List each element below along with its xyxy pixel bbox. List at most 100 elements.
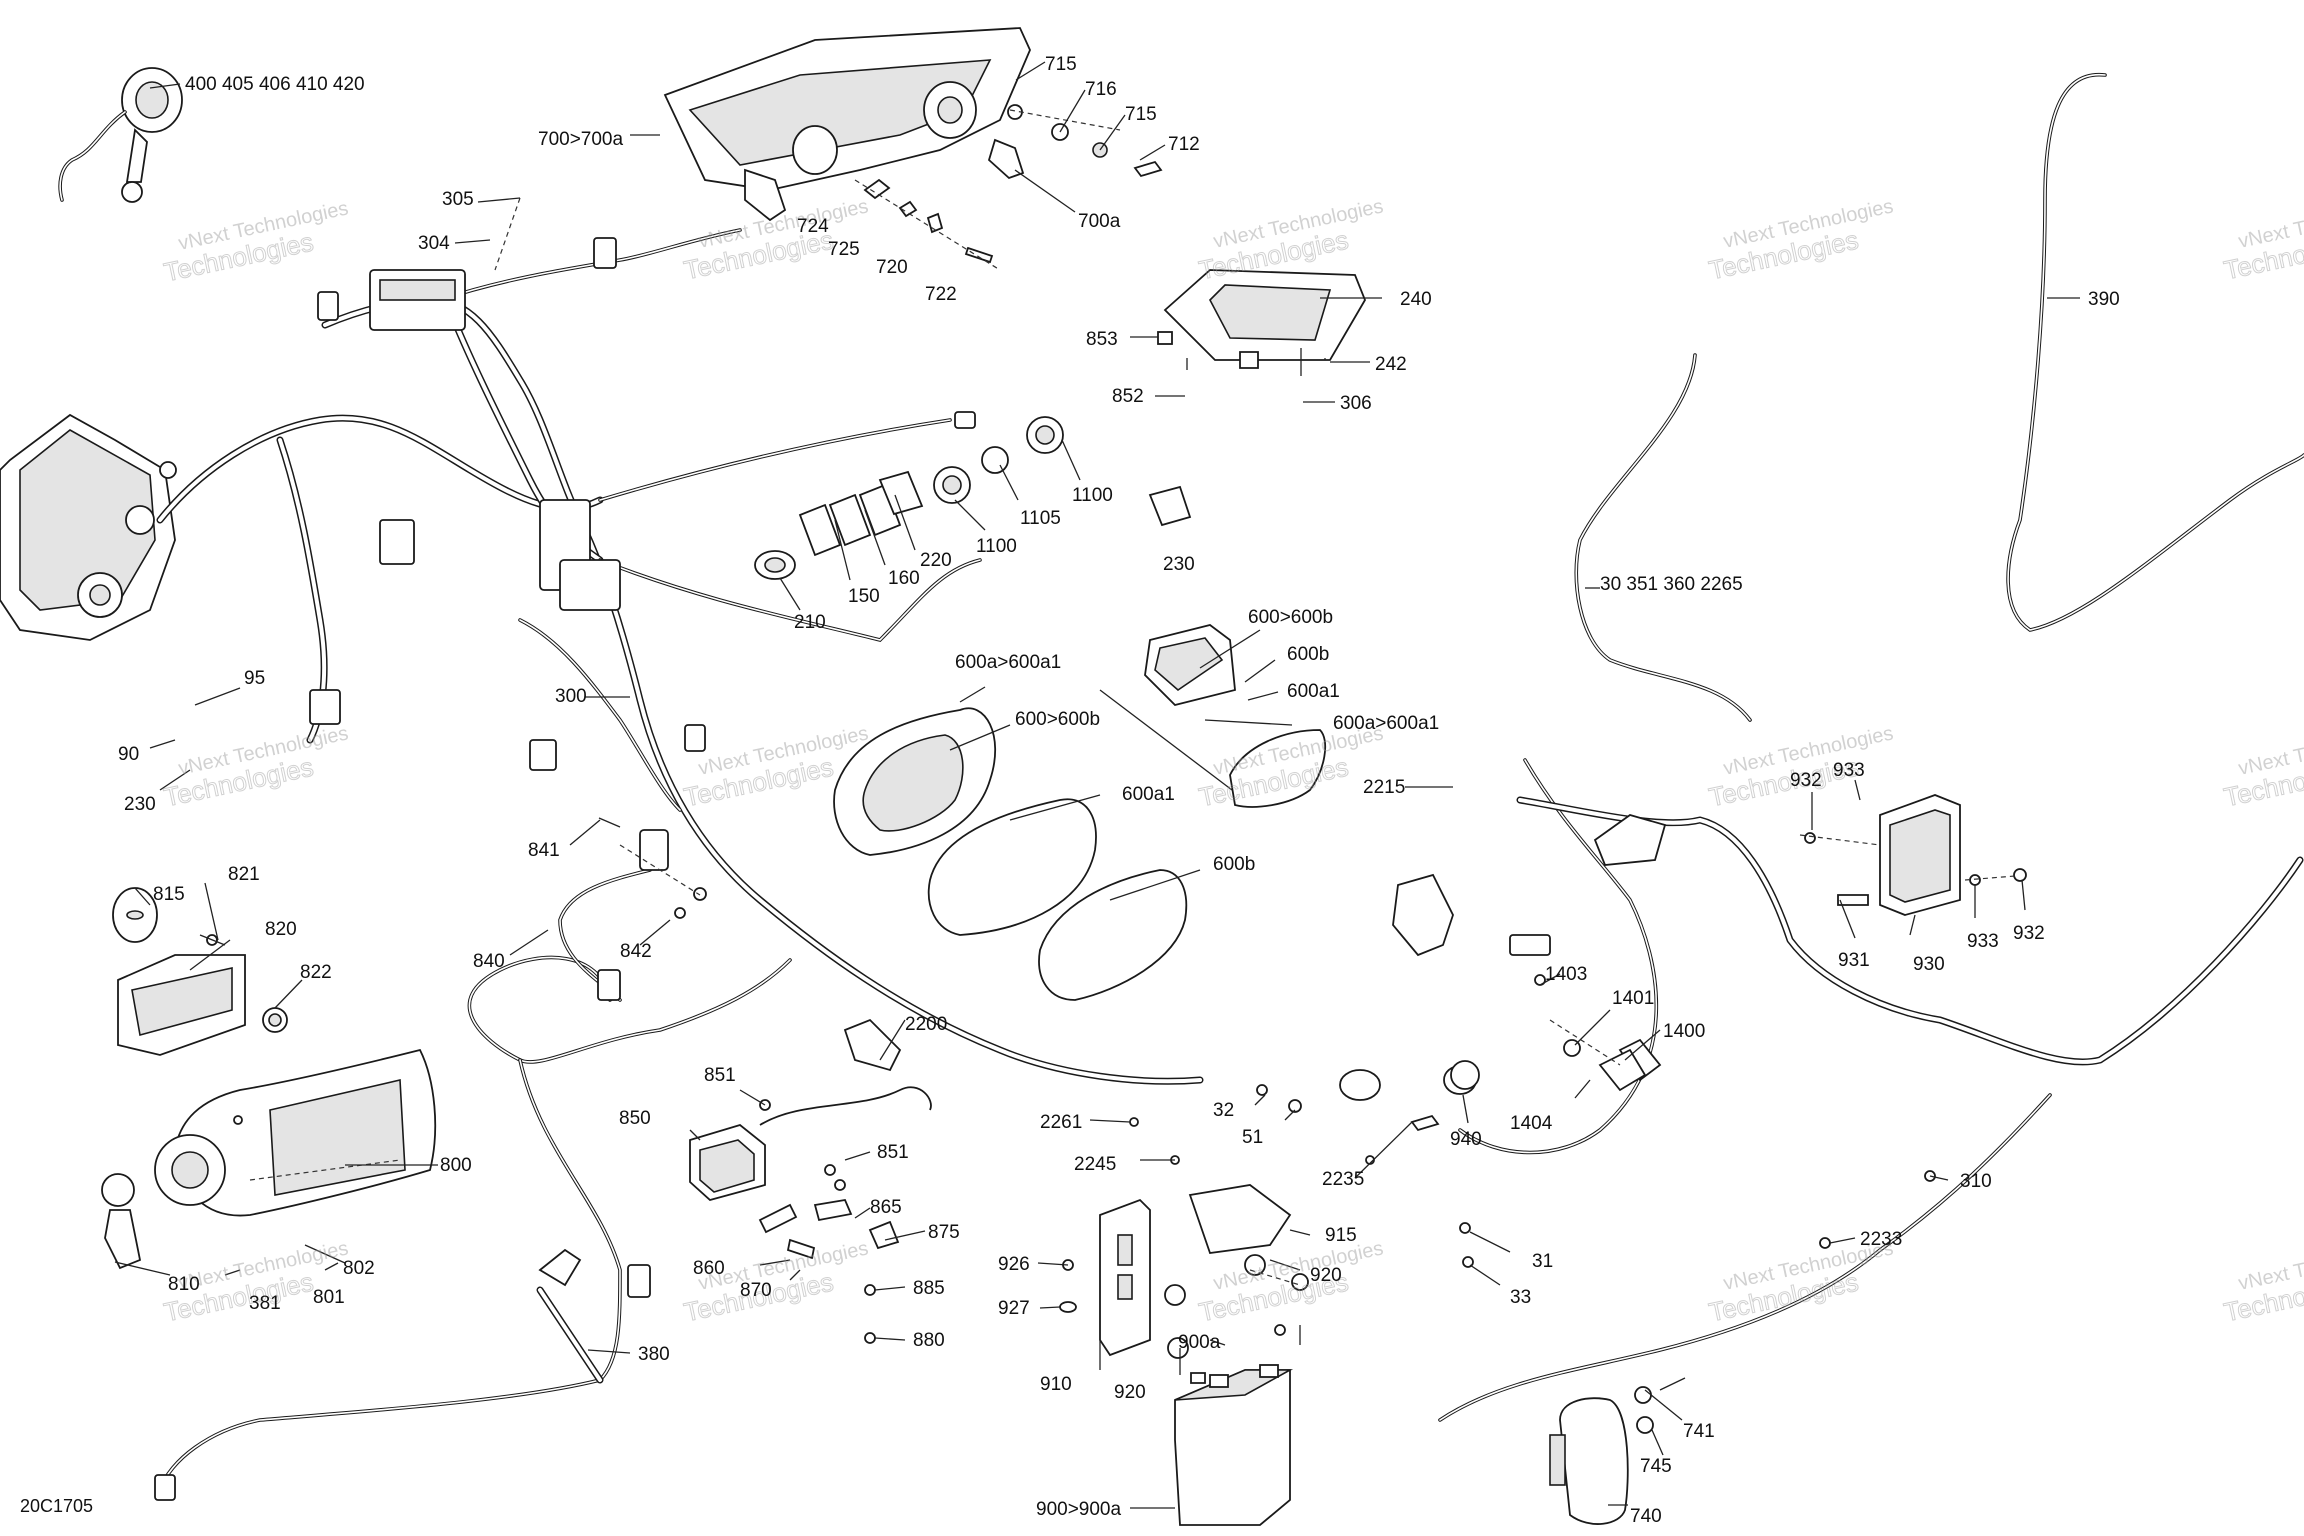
callout-30: 30 351 360 2265 [1600, 574, 1743, 595]
callout-1105: 1105 [1020, 508, 1061, 529]
callout-880: 880 [913, 1330, 945, 1351]
callout-600-600b-b: 600>600b [1015, 709, 1100, 730]
callout-865: 865 [870, 1197, 902, 1218]
callout-160: 160 [888, 568, 920, 589]
callout-95: 95 [244, 668, 265, 689]
callout-33: 33 [1510, 1287, 1531, 1308]
callout-600a-600a1-b: 600a>600a1 [1333, 713, 1439, 734]
callout-600a-600a1-a: 600a>600a1 [955, 652, 1061, 673]
callout-927: 927 [998, 1298, 1030, 1319]
callout-926: 926 [998, 1254, 1030, 1275]
callout-1401: 1401 [1612, 988, 1654, 1009]
callout-933-b: 933 [1967, 931, 1999, 952]
callout-2235: 2235 [1322, 1169, 1364, 1190]
part-drawings [0, 27, 2304, 1526]
callout-820: 820 [265, 919, 297, 940]
callout-600-600b-a: 600>600b [1248, 607, 1333, 628]
callout-802: 802 [343, 1258, 375, 1279]
callout-900a: 900a [1178, 1332, 1221, 1353]
callout-875: 875 [928, 1222, 960, 1243]
callout-2233: 2233 [1860, 1229, 1902, 1250]
callout-741: 741 [1683, 1421, 1715, 1442]
callout-822: 822 [300, 962, 332, 983]
callout-852: 852 [1112, 386, 1144, 407]
callout-304: 304 [418, 233, 450, 254]
callout-1404: 1404 [1510, 1113, 1553, 1134]
callout-851-b: 851 [877, 1142, 909, 1163]
callout-305: 305 [442, 189, 474, 210]
callout-1403: 1403 [1545, 964, 1587, 985]
callout-870: 870 [740, 1280, 772, 1301]
callout-150: 150 [848, 586, 880, 607]
left-headlight-part [0, 413, 177, 641]
callout-851-a: 851 [704, 1065, 736, 1086]
callout-716: 716 [1085, 79, 1117, 100]
callout-220: 220 [920, 550, 952, 571]
callout-310: 310 [1960, 1171, 1992, 1192]
leader-lines [114, 61, 2080, 1509]
callout-380: 380 [638, 1344, 670, 1365]
main-harness-part [156, 228, 1204, 1085]
handlebar-light-part [58, 67, 183, 203]
callout-712: 712 [1168, 134, 1200, 155]
callout-715-b: 715 [1125, 104, 1157, 125]
fuse-box-part [1157, 269, 1366, 376]
callout-2200: 2200 [905, 1014, 947, 1035]
callout-2245: 2245 [1074, 1154, 1116, 1175]
sensor-parts [1129, 974, 1936, 1268]
callout-2215: 2215 [1363, 777, 1405, 798]
callout-800: 800 [440, 1155, 472, 1176]
callout-240: 240 [1400, 289, 1432, 310]
callout-230-left: 230 [124, 794, 156, 815]
callout-1400: 1400 [1663, 1021, 1705, 1042]
callout-2261: 2261 [1040, 1112, 1082, 1133]
callout-1100-b: 1100 [976, 536, 1017, 557]
callout-850: 850 [619, 1108, 651, 1129]
callout-801: 801 [313, 1287, 345, 1308]
callout-840: 840 [473, 951, 505, 972]
callout-920-b: 920 [1114, 1382, 1146, 1403]
callout-210: 210 [794, 612, 826, 633]
callout-900-900a: 900>900a [1036, 1499, 1121, 1520]
callout-910: 910 [1040, 1374, 1072, 1395]
callout-31: 31 [1532, 1251, 1553, 1272]
callout-932-b: 932 [2013, 923, 2045, 944]
callout-920-a: 920 [1310, 1265, 1342, 1286]
battery-parts [1059, 1184, 1309, 1526]
callout-931: 931 [1838, 950, 1870, 971]
callout-724: 724 [797, 216, 829, 237]
switch-parts [754, 416, 1192, 580]
callout-860: 860 [693, 1258, 725, 1279]
callout-885: 885 [913, 1278, 945, 1299]
callout-242: 242 [1375, 354, 1407, 375]
callout-725: 725 [828, 239, 860, 260]
callout-715-a: 715 [1045, 54, 1077, 75]
callout-915: 915 [1325, 1225, 1357, 1246]
callout-853: 853 [1086, 329, 1118, 350]
callout-90: 90 [118, 744, 139, 765]
callout-381: 381 [249, 1293, 281, 1314]
callout-labels: 400 405 406 410 420 700>700a 715 716 715… [20, 54, 2120, 1527]
callout-700a: 700a [1078, 211, 1121, 232]
assembly-lines [249, 109, 2016, 1286]
callout-842: 842 [620, 941, 652, 962]
callout-933-a: 933 [1833, 760, 1865, 781]
callout-390: 390 [2088, 289, 2120, 310]
cover-part [1549, 1377, 1686, 1525]
callout-821: 821 [228, 864, 260, 885]
callout-841: 841 [528, 840, 560, 861]
callout-51: 51 [1242, 1127, 1263, 1148]
winch-harness-parts [154, 817, 792, 1501]
callout-230-top: 230 [1163, 554, 1195, 575]
callout-722: 722 [925, 284, 957, 305]
